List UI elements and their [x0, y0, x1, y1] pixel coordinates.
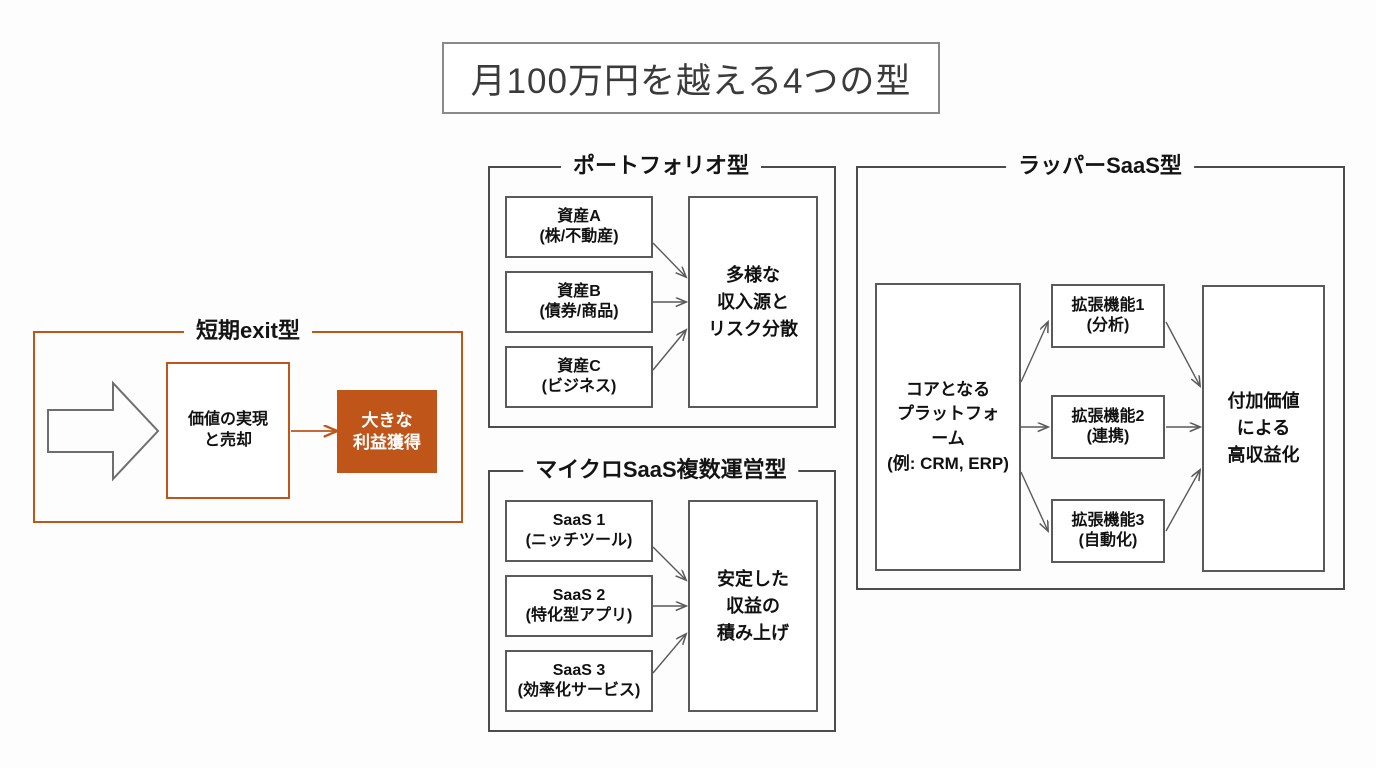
node-big-profit-line-2: 利益獲得 [353, 432, 421, 452]
panel-portfolio-label: ポートフォリオ型 [560, 155, 762, 177]
node-value-realization-line-2: と売却 [203, 431, 252, 449]
node-extension-1-line-1: 拡張機能1 [1071, 296, 1145, 314]
node-asset-b-line-2: (債券/商品) [539, 303, 619, 320]
node-saas-1-line-1: SaaS 1 [552, 511, 606, 529]
node-micro-saas-result: 安定した 収益の 積み上げ [688, 500, 818, 712]
panel-micro-saas-label: マイクロSaaS複数運営型 [523, 459, 799, 481]
node-saas-1-line-2: (ニッチツール) [525, 532, 633, 549]
node-core-platform: コアとなる プラットフォ ーム (例: CRM, ERP) [875, 283, 1021, 571]
node-saas-3-line-1: SaaS 3 [552, 661, 606, 679]
node-portfolio-result-line-2: 収入源と [717, 291, 789, 312]
node-wrapper-result-line-1: 付加価値 [1227, 391, 1300, 411]
node-core-platform-line-1: コアとなる [905, 379, 991, 399]
node-portfolio-result: 多様な 収入源と リスク分散 [688, 196, 818, 408]
node-value-realization-line-1: 価値の実現 [187, 411, 268, 429]
node-core-platform-line-3: ーム [931, 429, 965, 448]
node-asset-a-line-1: 資産A [557, 207, 601, 225]
node-saas-2-line-2: (特化型アプリ) [525, 607, 633, 624]
node-extension-1-line-2: (分析) [1086, 317, 1130, 334]
node-saas-1: SaaS 1 (ニッチツール) [505, 500, 653, 562]
node-saas-2-line-1: SaaS 2 [552, 586, 606, 604]
node-core-platform-line-2: プラットフォ [897, 404, 999, 424]
node-wrapper-result: 付加価値 による 高収益化 [1202, 285, 1325, 572]
node-asset-b: 資産B (債券/商品) [505, 271, 653, 333]
node-micro-saas-result-line-2: 収益の [726, 595, 780, 616]
node-saas-2: SaaS 2 (特化型アプリ) [505, 575, 653, 637]
node-portfolio-result-line-3: リスク分散 [708, 318, 798, 339]
node-portfolio-result-line-1: 多様な [726, 264, 780, 285]
page-title-text: 月100万円を越える4つの型 [470, 61, 912, 101]
node-big-profit-line-1: 大きな [361, 410, 413, 430]
node-asset-a: 資産A (株/不動産) [505, 196, 653, 258]
node-extension-3-line-2: (自動化) [1078, 532, 1138, 549]
node-extension-3: 拡張機能3 (自動化) [1051, 499, 1165, 563]
node-big-profit: 大きな 利益獲得 [337, 390, 437, 473]
panel-wrapper-saas-label: ラッパーSaaS型 [1006, 155, 1194, 177]
node-saas-3: SaaS 3 (効率化サービス) [505, 650, 653, 712]
node-extension-2-line-1: 拡張機能2 [1071, 407, 1145, 425]
node-asset-b-line-1: 資産B [557, 282, 601, 300]
node-micro-saas-result-line-3: 積み上げ [717, 622, 789, 643]
node-extension-1: 拡張機能1 (分析) [1051, 284, 1165, 348]
node-extension-2: 拡張機能2 (連携) [1051, 395, 1165, 459]
node-core-platform-line-4: (例: CRM, ERP) [887, 453, 1009, 473]
node-extension-2-line-2: (連携) [1086, 428, 1130, 445]
panel-short-exit-label: 短期exit型 [184, 320, 312, 342]
node-micro-saas-result-line-1: 安定した [717, 568, 789, 589]
node-asset-c: 資産C (ビジネス) [505, 346, 653, 408]
node-asset-a-line-2: (株/不動産) [539, 228, 619, 245]
node-value-realization: 価値の実現 と売却 [166, 362, 290, 499]
node-wrapper-result-line-2: による [1236, 418, 1291, 438]
node-asset-c-line-2: (ビジネス) [541, 378, 617, 395]
node-wrapper-result-line-3: 高収益化 [1227, 445, 1300, 465]
node-asset-c-line-1: 資産C [557, 357, 601, 375]
node-saas-3-line-2: (効率化サービス) [517, 682, 641, 699]
page-title: 月100万円を越える4つの型 [442, 42, 940, 114]
node-extension-3-line-1: 拡張機能3 [1071, 511, 1145, 529]
